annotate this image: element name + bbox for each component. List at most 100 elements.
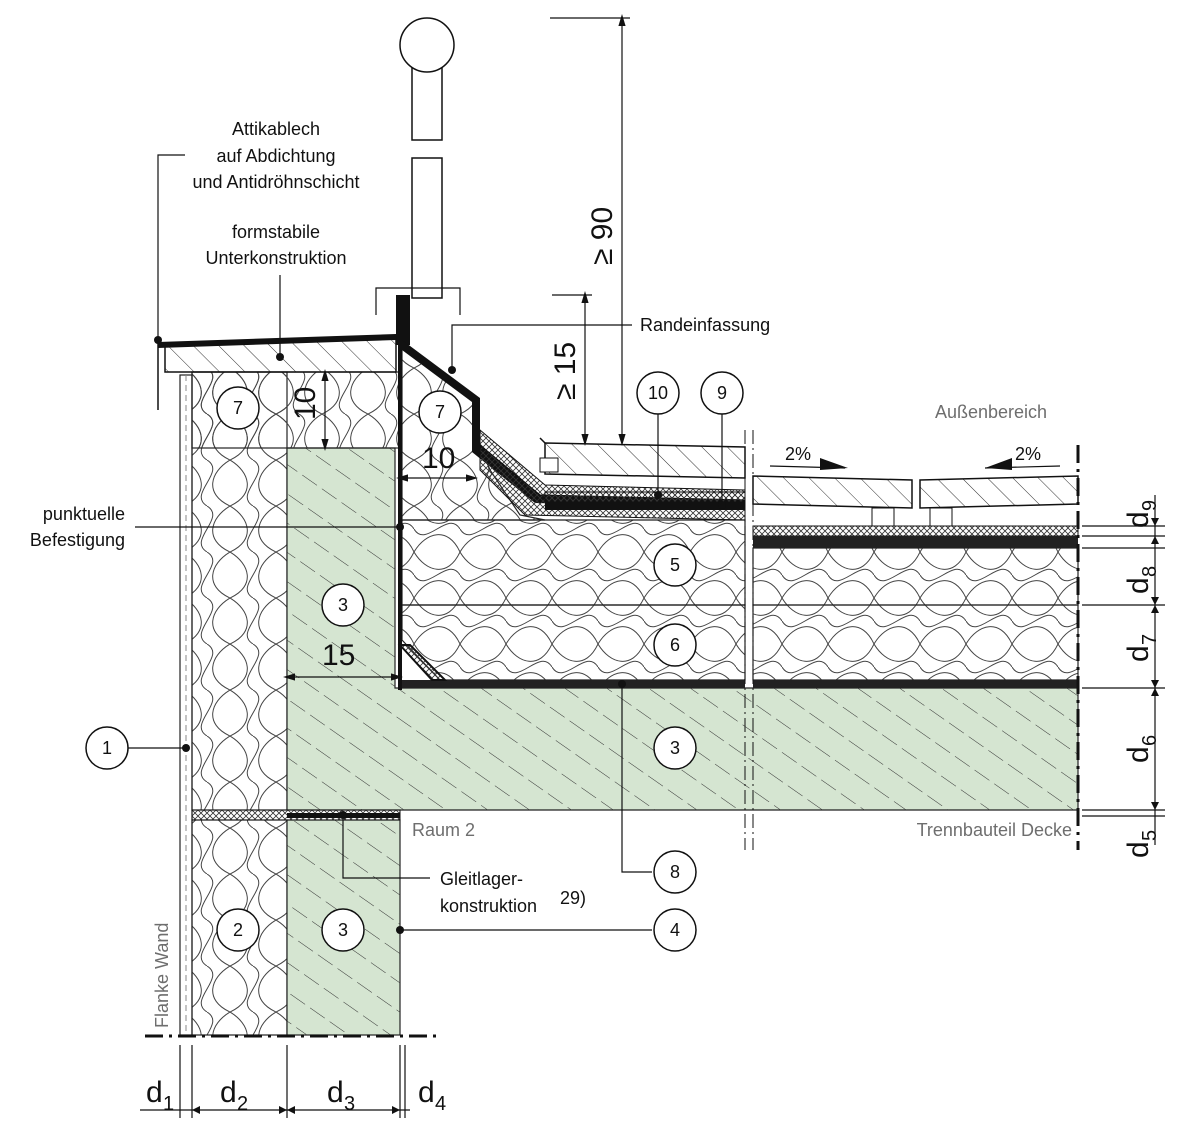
slab-pedestal-left	[539, 457, 559, 473]
bubble-3-slab: 3	[653, 726, 697, 770]
svg-text:d: d	[1122, 645, 1155, 662]
insulation-layer-6-right	[752, 604, 1079, 681]
bubble-10: 10	[636, 371, 680, 415]
svg-text:3: 3	[338, 595, 348, 615]
slope-right-arrow	[985, 458, 1012, 470]
svg-text:8: 8	[670, 862, 680, 882]
slope-right-text: 2%	[1015, 444, 1041, 464]
label-befestigung-2: Befestigung	[30, 530, 125, 550]
insulation-layer-5-right	[752, 547, 1079, 606]
svg-text:6: 6	[1139, 735, 1161, 746]
svg-text:2: 2	[233, 920, 243, 940]
railing-post-upper	[411, 59, 443, 141]
bubble-3-attic: 3	[321, 583, 365, 627]
svg-text:7: 7	[233, 398, 243, 418]
layer-10-left	[545, 502, 745, 510]
label-attika-3: und Antidröhnschicht	[192, 172, 359, 192]
label-befestigung-1: punktuelle	[43, 504, 125, 524]
svg-text:1: 1	[102, 738, 112, 758]
label-aussenbereich: Außenbereich	[935, 402, 1047, 422]
dim-d5: d5	[1122, 830, 1161, 858]
pedestal-2	[929, 507, 953, 527]
railing-post-lower	[411, 157, 443, 299]
bubble-4: 4	[653, 908, 697, 952]
sealing-8-left	[402, 680, 745, 688]
label-attika-1: Attikablech	[232, 119, 320, 139]
paving-slab-left	[544, 442, 746, 479]
label-gleitlager-sup: 29)	[560, 888, 586, 908]
svg-text:d: d	[1122, 841, 1155, 858]
handrail-icon	[399, 17, 455, 73]
svg-text:9: 9	[717, 383, 727, 403]
svg-text:d: d	[1122, 511, 1155, 528]
svg-text:d: d	[418, 1076, 435, 1109]
label-unterkon-2: Unterkonstruktion	[205, 248, 346, 268]
label-attika-2: auf Abdichtung	[216, 146, 335, 166]
attic-sheet	[158, 334, 396, 348]
slab-edge-tick	[539, 437, 546, 444]
leader-attika	[157, 154, 185, 340]
svg-text:5: 5	[1139, 830, 1161, 841]
svg-text:d: d	[1122, 746, 1155, 763]
svg-text:10: 10	[648, 383, 668, 403]
label-unterkon-1: formstabile	[232, 222, 320, 242]
leader-8	[621, 684, 652, 873]
bubble-2: 2	[216, 908, 260, 952]
svg-text:3: 3	[338, 920, 348, 940]
bubble-7-left: 7	[216, 386, 260, 430]
bubble-7-right: 7	[418, 390, 462, 434]
svg-text:d: d	[146, 1076, 163, 1109]
layer-9-right	[752, 525, 1079, 537]
fillet-corner	[397, 644, 448, 681]
parapet-cap	[396, 295, 410, 345]
label-gleitlager-1: Gleitlager-	[440, 869, 523, 889]
bubble-5: 5	[653, 543, 697, 587]
svg-text:4: 4	[670, 920, 680, 940]
label-flanke: Flanke Wand	[152, 923, 172, 1028]
paving-slab-right	[919, 475, 1079, 509]
svg-text:3: 3	[670, 738, 680, 758]
svg-text:1: 1	[163, 1093, 174, 1115]
label-raum2: Raum 2	[412, 820, 475, 840]
bubble-1: 1	[85, 726, 129, 770]
svg-text:7: 7	[435, 402, 445, 422]
dim-d9: d9	[1122, 500, 1161, 528]
bubble-8: 8	[653, 850, 697, 894]
svg-text:7: 7	[1139, 634, 1161, 645]
svg-text:5: 5	[670, 555, 680, 575]
paving-slab-mid	[752, 475, 913, 509]
label-trennbauteil: Trennbauteil Decke	[917, 820, 1072, 840]
dim-15h-text: 15	[322, 639, 355, 672]
slope-left-text: 2%	[785, 444, 811, 464]
label-randeinfassung: Randeinfassung	[640, 315, 770, 335]
svg-text:8: 8	[1139, 566, 1161, 577]
svg-text:d: d	[220, 1076, 237, 1109]
svg-text:4: 4	[435, 1093, 446, 1115]
dim-d8: d8	[1122, 566, 1161, 594]
railing-base-plate	[375, 287, 461, 315]
leader-randeinfassung	[451, 324, 632, 370]
dim-90-text: ≥ 90	[586, 207, 619, 265]
pedestal-1	[871, 507, 895, 527]
svg-text:6: 6	[670, 635, 680, 655]
dim-15-text: ≥ 15	[549, 342, 582, 400]
layer-10-right	[753, 536, 1078, 548]
sealing-8-right	[753, 680, 1078, 688]
dim-10v-text: 10	[289, 387, 322, 420]
label-gleitlager-2: konstruktion	[440, 896, 537, 916]
dim-d6: d6	[1122, 735, 1161, 763]
svg-text:d: d	[327, 1076, 344, 1109]
leader-gleitlager	[342, 815, 430, 879]
svg-text:9: 9	[1139, 500, 1161, 511]
layer-9-left	[544, 491, 746, 503]
dim-d7: d7	[1122, 634, 1161, 662]
bubble-3-wall: 3	[321, 908, 365, 952]
bubble-9: 9	[700, 371, 744, 415]
svg-text:3: 3	[344, 1093, 355, 1115]
svg-text:d: d	[1122, 577, 1155, 594]
